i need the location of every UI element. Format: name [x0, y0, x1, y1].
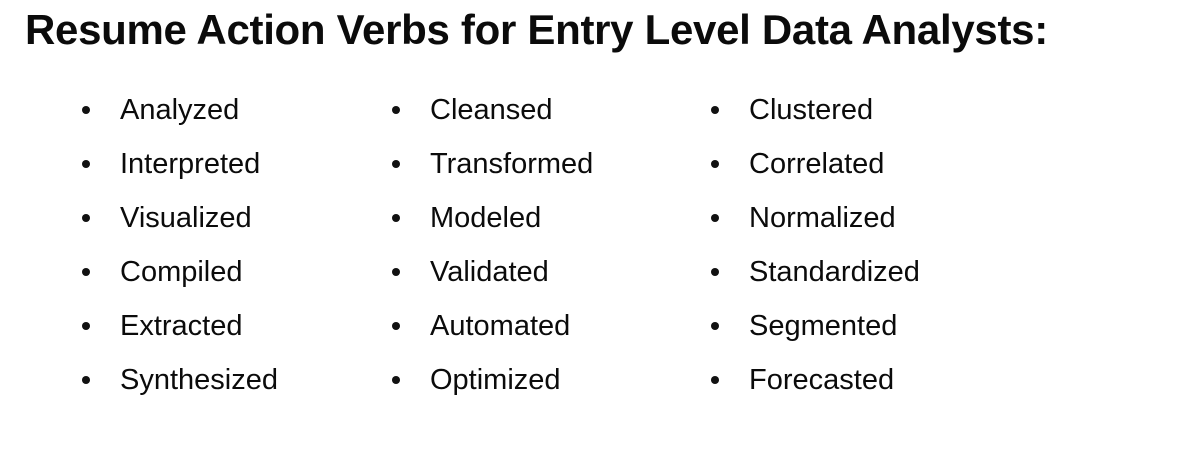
verb-text: Correlated: [749, 148, 885, 180]
verb-text: Compiled: [120, 256, 243, 288]
verb-text: Analyzed: [120, 94, 240, 126]
bullet-icon: [392, 268, 400, 276]
bullet-icon: [711, 376, 719, 384]
verb-text: Modeled: [430, 202, 542, 234]
bullet-icon: [392, 106, 400, 114]
verb-text: Extracted: [120, 310, 243, 342]
verb-text: Visualized: [120, 202, 252, 234]
verb-text: Automated: [430, 310, 571, 342]
bullet-icon: [711, 106, 719, 114]
bullet-icon: [711, 214, 719, 222]
bullet-icon: [82, 160, 90, 168]
bullet-icon: [82, 214, 90, 222]
bullet-icon: [82, 322, 90, 330]
bullet-icon: [392, 214, 400, 222]
bullet-icon: [711, 322, 719, 330]
verb-text: Clustered: [749, 94, 874, 126]
verb-text: Cleansed: [430, 94, 553, 126]
verb-text: Interpreted: [120, 148, 261, 180]
bullet-icon: [392, 160, 400, 168]
verb-text: Forecasted: [749, 364, 895, 396]
verb-text: Normalized: [749, 202, 896, 234]
verb-text: Validated: [430, 256, 549, 288]
verb-text: Segmented: [749, 310, 898, 342]
bullet-icon: [711, 268, 719, 276]
bullet-icon: [392, 376, 400, 384]
verb-text: Transformed: [430, 148, 594, 180]
bullet-icon: [82, 106, 90, 114]
page-title: Resume Action Verbs for Entry Level Data…: [25, 6, 1048, 53]
verb-text: Synthesized: [120, 364, 278, 396]
bullet-icon: [82, 376, 90, 384]
bullet-icon: [82, 268, 90, 276]
bullet-icon: [711, 160, 719, 168]
verb-text: Optimized: [430, 364, 561, 396]
bullet-icon: [392, 322, 400, 330]
verb-text: Standardized: [749, 256, 920, 288]
